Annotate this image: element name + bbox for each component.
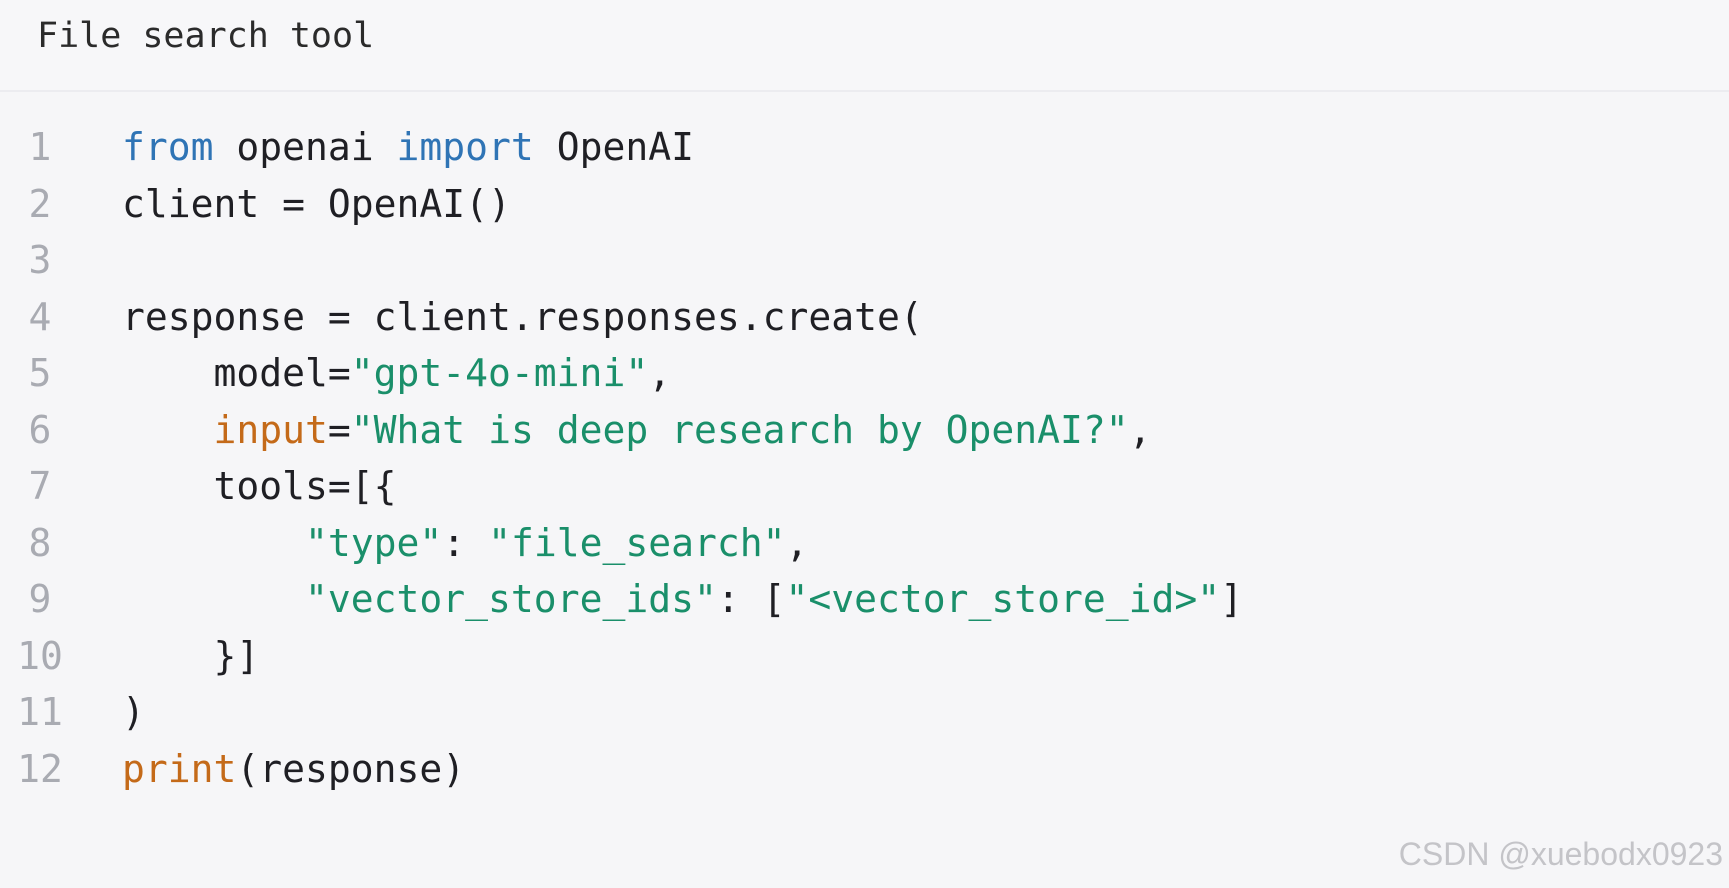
code-token: from (122, 125, 214, 169)
line-number: 4 (28, 294, 52, 339)
code-token: : [ (716, 577, 786, 621)
code-token: model= (122, 351, 351, 395)
code-token (122, 408, 214, 452)
code-line: 1 from openai import OpenAI (0, 116, 1729, 178)
code-text: print(response) (122, 738, 465, 800)
code-text: tools=[{ (122, 455, 397, 517)
line-number: 6 (28, 407, 52, 452)
code-line: 12 print(response) (0, 738, 1729, 800)
code-token (122, 577, 305, 621)
code-token: "What is deep research by OpenAI?" (350, 407, 1129, 452)
code-token: ] (1220, 577, 1244, 621)
code-token: = (327, 407, 351, 452)
code-text: "type": "file_search", (122, 512, 808, 574)
code-token: , (785, 520, 809, 565)
line-number: 5 (28, 351, 52, 395)
line-number: 9 (28, 577, 52, 621)
code-line: 10 }] (0, 625, 1729, 687)
code-line: 5 model="gpt-4o-mini", (0, 342, 1729, 404)
code-block-title: File search tool (37, 16, 375, 56)
code-text: client = OpenAI() (122, 173, 511, 235)
code-token: import (396, 125, 534, 169)
line-number: 10 (17, 633, 63, 678)
watermark: CSDN @xuebodx0923 (1398, 836, 1723, 872)
code-token: "<vector_store_id>" (785, 577, 1221, 621)
code-text: model="gpt-4o-mini", (122, 342, 672, 404)
code-token: }] (122, 633, 260, 678)
code-line: 4 response = client.responses.create( (0, 286, 1729, 348)
code-token: , (648, 351, 672, 395)
code-token: "type" (305, 520, 443, 565)
code-block[interactable]: 1 from openai import OpenAI 2 client = Open… (0, 92, 1729, 888)
code-text: ) (122, 681, 145, 743)
code-text: input="What is deep research by OpenAI?"… (122, 399, 1152, 461)
code-token: tools=[{ (122, 464, 397, 508)
code-text: }] (122, 625, 260, 687)
line-number: 8 (28, 520, 52, 565)
line-number: 12 (17, 746, 63, 791)
code-token: "vector_store_ids" (305, 577, 717, 621)
code-token: input (213, 407, 328, 452)
line-number: 2 (28, 181, 52, 226)
code-text: "vector_store_ids": ["<vector_store_id>"… (122, 568, 1243, 630)
line-number: 7 (28, 464, 52, 508)
code-line: 9 "vector_store_ids": ["<vector_store_id… (0, 568, 1729, 630)
code-token (122, 521, 305, 565)
code-line: 3 (0, 229, 1729, 291)
code-token: OpenAI (533, 125, 694, 169)
code-line: 6 input="What is deep research by OpenAI… (0, 399, 1729, 461)
line-number: 11 (17, 690, 63, 734)
code-token: openai (213, 125, 397, 169)
code-token: (response) (236, 746, 466, 791)
line-number: 3 (28, 238, 52, 282)
code-token: print (122, 746, 237, 791)
line-number: 1 (28, 125, 52, 169)
code-text: response = client.responses.create( (122, 286, 923, 348)
code-line: 8 "type": "file_search", (0, 512, 1729, 574)
code-token: response = client.responses.create( (122, 294, 923, 339)
code-token: "gpt-4o-mini" (350, 351, 649, 395)
code-line: 7 tools=[{ (0, 455, 1729, 517)
code-token: "file_search" (488, 520, 786, 565)
code-token: , (1128, 407, 1152, 452)
code-token: : (442, 520, 489, 565)
code-token: client = OpenAI() (122, 181, 511, 226)
code-block-header: File search tool (0, 0, 1729, 92)
code-line: 11) (0, 681, 1729, 743)
code-token: ) (122, 690, 145, 734)
code-text: from openai import OpenAI (122, 116, 694, 178)
code-line: 2 client = OpenAI() (0, 173, 1729, 235)
